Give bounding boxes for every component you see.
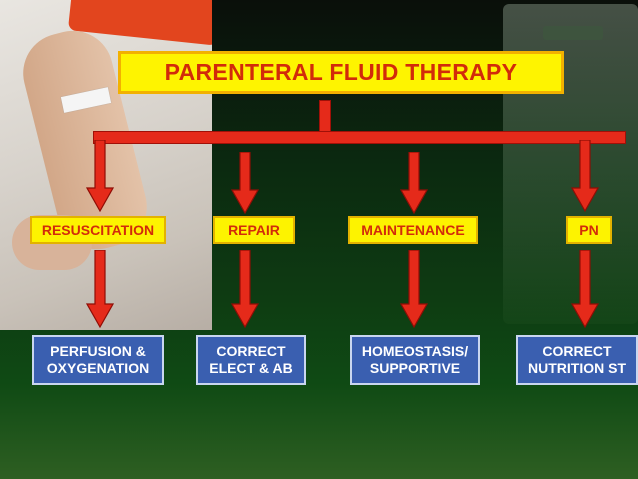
arrow-down-icon <box>400 152 428 214</box>
arrow-down-icon <box>86 140 114 212</box>
outcome-line-1: HOMEOSTASIS/ <box>361 343 469 359</box>
connector-stem <box>319 100 331 133</box>
outcome-line-2: NUTRITION ST <box>528 360 626 376</box>
document-header-shape <box>543 26 603 40</box>
branch-label-resuscitation: RESUSCITATION <box>30 216 166 244</box>
arrow-down-icon <box>571 250 599 328</box>
arrow-down-icon <box>571 140 599 212</box>
arrow-down-icon <box>400 250 428 328</box>
arrow-down-icon <box>231 152 259 214</box>
branch-label-maintenance: MAINTENANCE <box>348 216 478 244</box>
connector-bar <box>93 131 626 144</box>
outcome-box-maintenance: HOMEOSTASIS/ SUPPORTIVE <box>350 335 480 385</box>
outcome-line-1: PERFUSION & <box>50 343 146 359</box>
outcome-box-resuscitation: PERFUSION & OXYGENATION <box>32 335 164 385</box>
arrow-down-icon <box>86 250 114 328</box>
outcome-line-2: SUPPORTIVE <box>369 360 461 376</box>
outcome-line-1: CORRECT <box>542 343 612 359</box>
outcome-line-1: CORRECT <box>216 343 286 359</box>
branch-label-repair: REPAIR <box>213 216 295 244</box>
outcome-line-2: ELECT & AB <box>209 360 293 376</box>
outcome-box-repair: CORRECT ELECT & AB <box>196 335 306 385</box>
outcome-line-2: OXYGENATION <box>46 360 150 376</box>
branch-label-pn: PN <box>566 216 612 244</box>
arrow-down-icon <box>231 250 259 328</box>
diagram-title: PARENTERAL FLUID THERAPY <box>118 51 564 94</box>
outcome-box-pn: CORRECT NUTRITION ST <box>516 335 638 385</box>
